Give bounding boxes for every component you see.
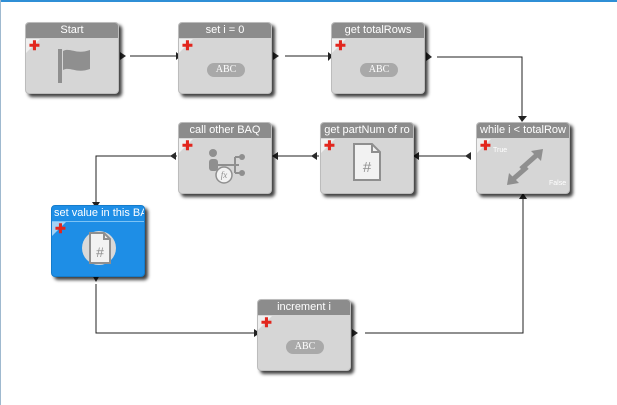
output-port-increment [352,329,358,337]
flag-icon [58,49,90,83]
connector-get-total-to-while [437,56,523,116]
abc-badge: ABC [207,63,245,77]
connector-call-baq-to-set-value [95,155,177,202]
svg-text:#: # [96,244,104,260]
window-top-border [0,0,617,2]
abc-badge: ABC [360,63,398,77]
connector-set-value-to-increment [95,284,254,334]
output-port-set-i [273,52,279,60]
add-icon[interactable]: ✚ [324,138,335,153]
abc-badge: ABC [286,340,324,354]
node-set-value[interactable]: set value in this BA ✚ # [51,205,145,277]
true-branch-label: True [493,147,508,154]
hash-file-icon: # [82,231,116,265]
window-left-border [0,0,1,405]
output-port-call-baq [170,152,176,160]
add-icon[interactable]: ✚ [182,138,193,153]
add-icon[interactable]: ✚ [55,221,66,236]
node-call-baq-title: call other BAQ [179,123,271,138]
output-port-start [120,52,126,60]
node-start[interactable]: Start ✚ [25,22,119,94]
node-get-partnum[interactable]: get partNum of ro ✚ # [320,122,414,194]
node-while-title: while i < totalRow [477,123,569,138]
add-icon[interactable]: ✚ [29,38,40,53]
output-port-get-total [426,52,432,61]
hash-file-icon: # [353,143,381,181]
node-get-total-rows[interactable]: get totalRows ✚ ABC [331,22,425,94]
node-increment[interactable]: increment i ✚ ABC [257,299,351,371]
add-icon[interactable]: ✚ [182,38,193,53]
loop-arrows-icon [507,149,543,185]
node-get-partnum-title: get partNum of ro [321,123,413,138]
node-while[interactable]: while i < totalRow ✚ True False [476,122,570,194]
node-set-i[interactable]: set i = 0 ✚ ABC [178,22,272,94]
connector-increment-to-while [365,193,524,334]
node-start-title: Start [26,23,118,38]
add-icon[interactable]: ✚ [480,138,491,153]
node-set-i-title: set i = 0 [179,23,271,38]
false-branch-label: False [549,180,567,187]
add-icon[interactable]: ✚ [335,38,346,53]
node-get-total-title: get totalRows [332,23,424,38]
add-icon[interactable]: ✚ [261,315,272,330]
output-port-get-partnum [311,152,317,160]
node-call-baq[interactable]: call other BAQ ✚ fx [178,122,272,194]
svg-text:fx: fx [221,170,228,180]
svg-text:#: # [363,159,372,176]
node-set-value-title: set value in this BA [52,206,144,222]
output-port-while-true [465,152,471,160]
function-call-icon: fx [209,149,245,184]
node-increment-title: increment i [258,300,350,315]
